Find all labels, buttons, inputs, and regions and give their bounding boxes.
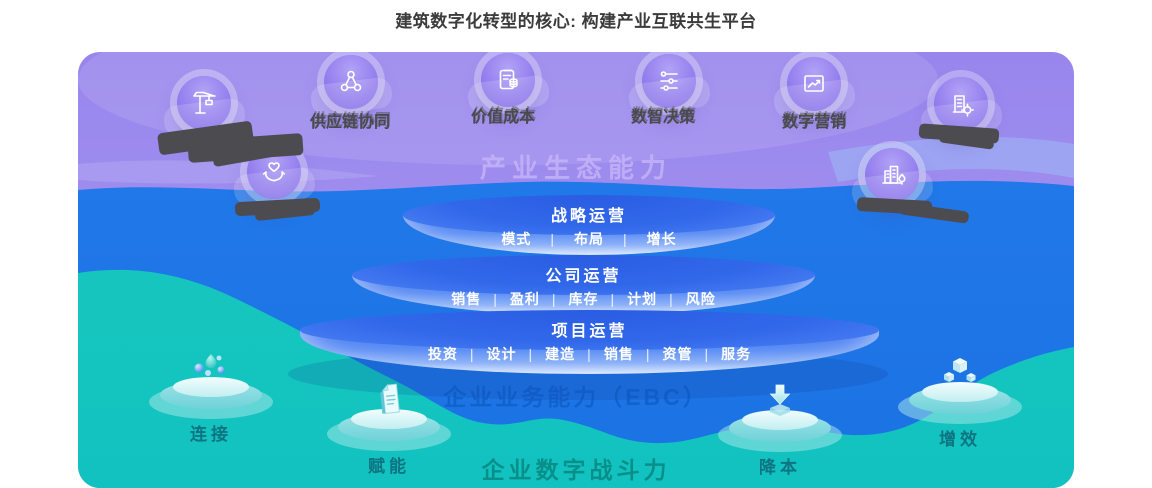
smudged-label-green-building [854, 193, 974, 224]
circle-clipboard-data [481, 53, 535, 107]
tier-item: 库存 [568, 291, 599, 307]
icon-label-smart-decision: 数智决策 [630, 109, 696, 126]
item-separator: | [623, 231, 628, 247]
tier-item: 资管 [662, 346, 693, 362]
tier-company-operations: 公司运营 销售 | 盈利 | 库存 | 计划 | 风险 [352, 255, 815, 315]
smudged-label-crane [156, 120, 308, 168]
diagram-panel: 供应链协同 价值成本 数智决策 数字营销 产业生态能力 战略运营 模式 | 布局 | 增… [78, 52, 1074, 488]
tier-title: 战略运营 [550, 208, 627, 225]
item-separator: | [528, 346, 534, 362]
tier-item: 风险 [685, 291, 716, 307]
tier-item: 增长 [646, 231, 677, 247]
trend-chart-icon [804, 75, 824, 92]
platform-efficiency: 增效 [898, 358, 1022, 450]
platform-label-empower: 赋能 [368, 457, 410, 476]
tier-item: 模式 [501, 231, 532, 247]
network-nodes-icon [340, 70, 362, 92]
tier-title: 公司运营 [545, 268, 622, 285]
tier-item: 投资 [427, 346, 458, 362]
tier-item: 盈利 [509, 291, 540, 307]
tier-item: 计划 [627, 291, 658, 307]
icon-label-supply-chain: 供应链协同 [309, 114, 391, 131]
circle-sliders [642, 54, 696, 108]
tier-item: 布局 [574, 231, 604, 247]
platform-empower: 赋能 [327, 383, 451, 477]
item-separator: | [704, 346, 710, 362]
platform-disc [351, 409, 427, 429]
platform-label-cost-reduction: 降本 [759, 458, 801, 477]
tower-crane-icon [193, 91, 216, 114]
tier-project-operations: 项目运营 投资 | 设计 | 建造 | 销售 | 资管 | 服务 [300, 310, 879, 374]
green-building-icon [882, 165, 906, 185]
tier-top-surface [403, 195, 775, 235]
heart-hands-icon [262, 162, 286, 182]
circle-green-building [865, 148, 919, 202]
item-separator: | [669, 291, 674, 307]
item-separator: | [493, 291, 498, 307]
building-gear-icon [952, 95, 974, 117]
smudged-label-building-gear [914, 123, 1006, 150]
smudged-label-heart-hands [230, 196, 330, 222]
tier-strategic-operations: 战略运营 模式 | 布局 | 增长 [403, 195, 775, 255]
tier-items: 投资 | 设计 | 建造 | 销售 | 资管 | 服务 [300, 344, 879, 364]
circle-trend-chart [787, 57, 841, 111]
platform-label-efficiency: 增效 [939, 430, 981, 449]
ebc-band-label: 企业业务能力（EBC） [443, 384, 709, 410]
platform-label-connect: 连接 [190, 425, 232, 444]
tier-items: 销售 | 盈利 | 库存 | 计划 | 风险 [352, 289, 815, 309]
tier-top-surface [352, 255, 815, 295]
circle-network-nodes [324, 55, 378, 109]
platform-connect: 连接 [149, 354, 273, 445]
tier-items: 模式 | 布局 | 增长 [403, 229, 775, 249]
spheres-droplet-icon [194, 354, 225, 376]
item-separator: | [550, 231, 555, 247]
item-separator: | [645, 346, 651, 362]
circle-building-gear [934, 77, 988, 131]
item-separator: | [551, 291, 557, 307]
circle-tower-crane [177, 76, 231, 130]
item-separator: | [587, 346, 592, 362]
tier-item: 建造 [545, 346, 576, 362]
item-separator: | [610, 291, 616, 307]
tier-item: 销售 [451, 291, 482, 307]
platform-disc [173, 377, 249, 397]
platform-disc [922, 382, 998, 402]
tier-item: 设计 [486, 346, 517, 362]
tier-top-surface [300, 310, 879, 350]
icon-label-digital-marketing: 数字营销 [781, 114, 847, 131]
page-title: 建筑数字化转型的核心: 构建产业互联共生平台 [395, 12, 757, 31]
tier-item: 服务 [721, 346, 752, 362]
platform-disc [742, 410, 818, 430]
item-separator: | [469, 346, 475, 362]
tier-item: 销售 [603, 346, 634, 362]
clipboard-data-icon [499, 69, 518, 90]
sliders-icon [660, 71, 678, 91]
icon-label-value-cost: 价值成本 [470, 109, 536, 126]
document-icon [380, 383, 400, 415]
combat-band-label: 企业数字战斗力 [481, 457, 671, 483]
tier-title: 项目运营 [551, 323, 628, 340]
ecosystem-headline: 产业生态能力 [479, 153, 672, 183]
down-arrow-box-icon [769, 384, 791, 416]
iso-cubes-icon [944, 358, 976, 382]
platform-cost-reduction: 降本 [718, 384, 842, 478]
